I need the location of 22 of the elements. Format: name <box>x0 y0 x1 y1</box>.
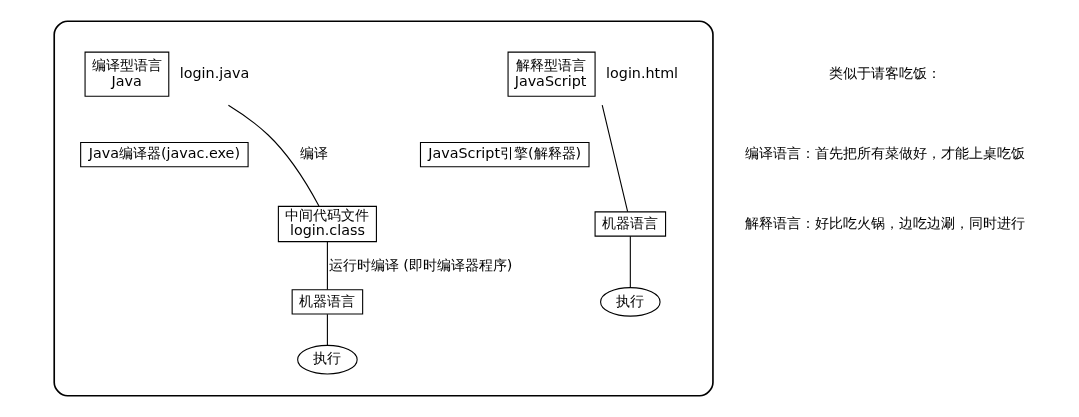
edge-label: 运行时编译 (即时编译器程序) <box>328 256 512 273</box>
node-box: JavaScript引擎(解释器) <box>419 141 590 168</box>
connector <box>601 104 628 213</box>
node-box: Java编译器(javac.exe) <box>79 141 249 168</box>
node-box: 中间代码文件 login.class <box>277 205 377 243</box>
node-label: login.html <box>605 64 678 81</box>
node-box: 解释型语言 JavaScript <box>507 51 596 97</box>
connector <box>227 104 319 207</box>
node-box: 机器语言 <box>594 211 666 237</box>
label: 类似于请客吃饭： <box>828 64 941 81</box>
node-label: login.java <box>179 64 249 81</box>
node-ellipse: 执行 <box>296 344 358 375</box>
label: 编译语言：首先把所有菜做好，才能上桌吃饭 <box>744 145 1025 162</box>
cluster <box>52 20 714 397</box>
node-box: 机器语言 <box>291 289 363 315</box>
edge-label: 编译 <box>299 145 328 162</box>
connector <box>326 241 328 290</box>
label: 解释语言：好比吃火锅，边吃边涮，同时进行 <box>744 214 1025 231</box>
node-ellipse: 执行 <box>599 287 661 317</box>
connector <box>326 313 328 346</box>
node-box: 编译型语言 Java <box>84 51 169 97</box>
connector <box>629 235 631 289</box>
